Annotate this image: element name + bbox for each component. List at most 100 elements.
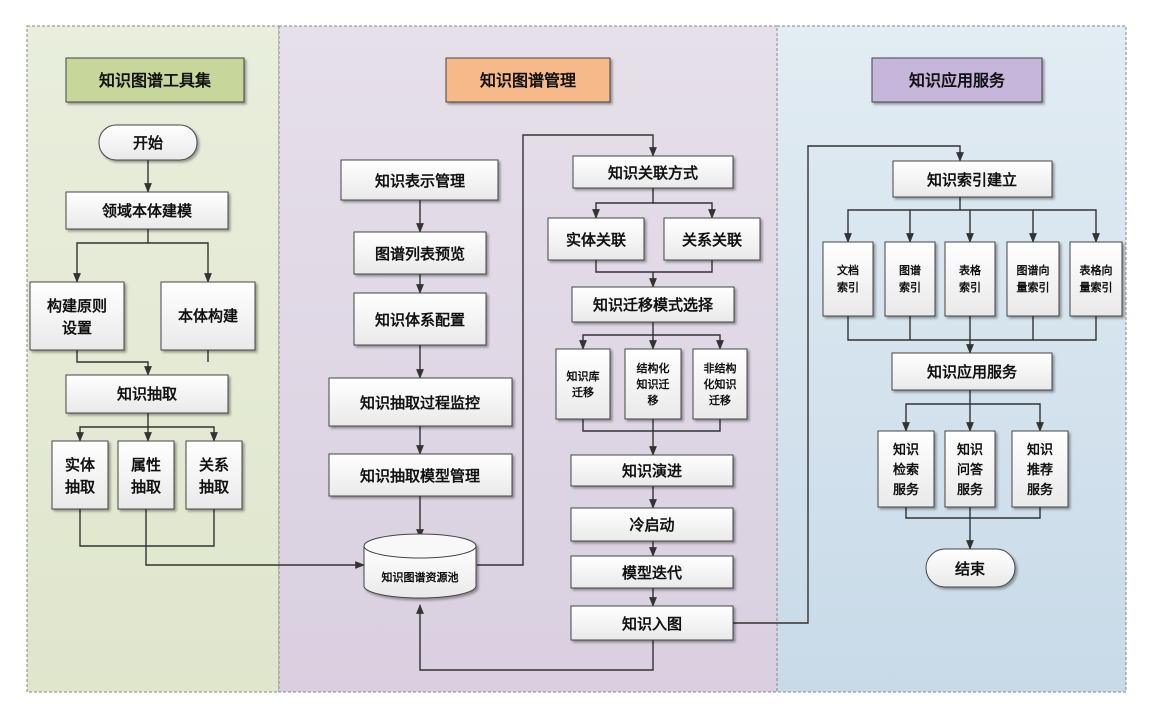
end-terminal: 结束 (925, 548, 1016, 588)
cold-start-box: 冷启动 (570, 507, 734, 542)
representation-mgmt-box: 知识表示管理 (340, 159, 499, 201)
graph-vector-index-box: 图谱向 量索引 (1006, 241, 1060, 317)
svg-text:服务: 服务 (957, 482, 984, 498)
recommend-service-box: 知识 推荐 服务 (1011, 430, 1069, 508)
svg-text:文档: 文档 (837, 263, 859, 277)
svg-text:迁移: 迁移 (572, 385, 594, 399)
svg-text:问答: 问答 (957, 462, 984, 478)
entity-extraction-box: 实体 抽取 (51, 440, 109, 510)
svg-text:知识库: 知识库 (566, 369, 600, 383)
index-build-box: 知识索引建立 (892, 160, 1053, 198)
svg-text:抽取: 抽取 (199, 478, 230, 496)
svg-text:服务: 服务 (1027, 482, 1054, 498)
toolkit-title: 知识图谱工具集 (99, 71, 212, 90)
migration-mode-box: 知识迁移模式选择 (571, 286, 735, 323)
kb-migration-box: 知识库 迁移 (555, 348, 611, 420)
svg-text:索引: 索引 (837, 280, 859, 294)
evolution-box: 知识演进 (570, 454, 734, 487)
association-method-box: 知识关联方式 (572, 155, 734, 189)
extraction-monitor-box: 知识抽取过程监控 (328, 377, 513, 427)
relation-association-box: 关系关联 (663, 217, 761, 261)
toolkit-header: 知识图谱工具集 (65, 57, 245, 103)
svg-text:结束: 结束 (955, 560, 986, 578)
svg-text:知识: 知识 (957, 442, 983, 458)
svg-text:知识表示管理: 知识表示管理 (375, 172, 465, 190)
construction-rules-box: 构建原则 设置 (29, 281, 125, 351)
svg-text:知识抽取模型管理: 知识抽取模型管理 (360, 467, 480, 485)
svg-text:模型迭代: 模型迭代 (622, 564, 682, 582)
svg-text:迁移: 迁移 (709, 393, 731, 407)
svg-text:表格: 表格 (958, 263, 982, 277)
structured-migration-box: 结构化 知识迁 移 (624, 348, 682, 420)
knowledge-extraction-box: 知识抽取 (65, 374, 229, 414)
svg-text:推荐: 推荐 (1027, 462, 1053, 478)
svg-text:本体构建: 本体构建 (178, 307, 239, 325)
svg-text:图谱向: 图谱向 (1017, 263, 1050, 277)
svg-text:知识体系配置: 知识体系配置 (375, 311, 465, 329)
svg-text:量索引: 量索引 (1080, 280, 1113, 294)
start-terminal: 开始 (98, 124, 198, 161)
svg-text:知识演进: 知识演进 (622, 462, 682, 480)
svg-text:实体: 实体 (65, 456, 96, 474)
table-index-box: 表格 索引 (944, 241, 996, 317)
svg-text:知识: 知识 (893, 442, 919, 458)
system-config-box: 知识体系配置 (353, 292, 487, 346)
service-title: 知识应用服务 (909, 71, 1006, 90)
app-service-box: 知识应用服务 (891, 352, 1053, 391)
table-vector-index-box: 表格向 量索引 (1069, 241, 1123, 317)
retrieval-service-box: 知识 检索 服务 (877, 430, 935, 508)
svg-text:领域本体建模: 领域本体建模 (101, 202, 193, 220)
svg-text:服务: 服务 (893, 482, 920, 498)
svg-text:知识抽取过程监控: 知识抽取过程监控 (360, 394, 480, 412)
svg-text:索引: 索引 (959, 280, 981, 294)
svg-text:关系: 关系 (199, 456, 229, 474)
svg-text:抽取: 抽取 (131, 478, 162, 496)
svg-text:知识入图: 知识入图 (622, 615, 682, 633)
svg-text:知识迁移模式选择: 知识迁移模式选择 (593, 296, 714, 314)
resource-pool-cylinder: 知识图谱资源池 (363, 533, 477, 599)
svg-text:知识应用服务: 知识应用服务 (927, 363, 1018, 381)
svg-text:索引: 索引 (899, 280, 921, 294)
doc-index-box: 文档 索引 (822, 241, 874, 317)
svg-text:冷启动: 冷启动 (629, 516, 674, 534)
svg-text:开始: 开始 (133, 134, 163, 152)
list-preview-box: 图谱列表预览 (353, 231, 487, 275)
qa-service-box: 知识 问答 服务 (944, 430, 996, 508)
svg-text:实体关联: 实体关联 (566, 231, 627, 249)
ontology-build-box: 本体构建 (160, 281, 256, 351)
svg-text:非结构: 非结构 (704, 361, 737, 375)
svg-text:知识抽取: 知识抽取 (117, 385, 178, 403)
svg-text:检索: 检索 (893, 462, 919, 478)
svg-text:表格向: 表格向 (1079, 263, 1113, 277)
management-title: 知识图谱管理 (480, 71, 576, 90)
svg-text:知识索引建立: 知识索引建立 (927, 171, 1017, 189)
svg-text:结构化: 结构化 (636, 361, 670, 375)
svg-text:知识: 知识 (1027, 442, 1053, 458)
svg-text:属性: 属性 (131, 456, 161, 474)
svg-text:图谱: 图谱 (899, 263, 921, 277)
svg-text:关系关联: 关系关联 (682, 231, 743, 249)
entity-association-box: 实体关联 (547, 217, 645, 261)
management-header: 知识图谱管理 (445, 57, 611, 103)
svg-text:设置: 设置 (62, 319, 92, 337)
svg-text:抽取: 抽取 (65, 478, 96, 496)
svg-text:量索引: 量索引 (1017, 280, 1050, 294)
svg-text:移: 移 (648, 393, 659, 407)
attribute-extraction-box: 属性 抽取 (117, 440, 175, 510)
svg-text:知识迁: 知识迁 (636, 377, 670, 391)
unstructured-migration-box: 非结构 化知识 迁移 (692, 348, 748, 420)
extraction-model-mgmt-box: 知识抽取模型管理 (328, 453, 513, 497)
svg-text:构建原则: 构建原则 (47, 297, 107, 315)
model-iteration-box: 模型迭代 (570, 555, 734, 589)
service-header: 知识应用服务 (871, 57, 1043, 103)
relation-extraction-box: 关系 抽取 (185, 440, 243, 510)
svg-text:知识关联方式: 知识关联方式 (608, 164, 698, 182)
svg-text:知识图谱资源池: 知识图谱资源池 (381, 570, 459, 584)
svg-text:图谱列表预览: 图谱列表预览 (375, 245, 465, 263)
domain-modeling-box: 领域本体建模 (65, 191, 229, 230)
into-graph-box: 知识入图 (570, 605, 734, 641)
graph-index-box: 图谱 索引 (884, 241, 936, 317)
connectors (73, 134, 1100, 671)
svg-text:化知识: 化知识 (704, 377, 737, 391)
